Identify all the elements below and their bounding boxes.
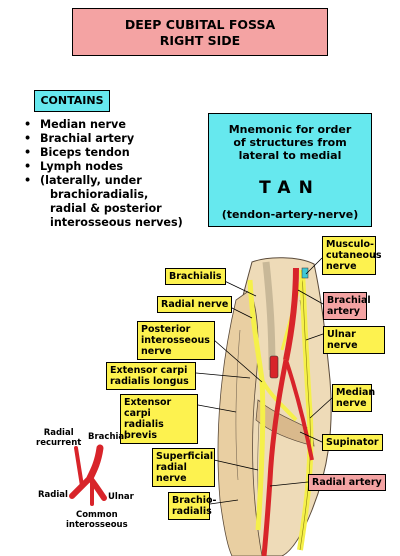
leader-line [195,372,251,379]
leader-line [309,397,333,419]
mnemonic-line-3: lateral to medial [238,149,342,162]
list-item-continued: interosseous nerves) [50,216,183,229]
brachial-artery-path [283,267,299,361]
page-title: DEEP CUBITAL FOSSA RIGHT SIDE [72,8,328,56]
label-brachioradialis: Brachio-radialis [168,492,216,520]
contains-heading: CONTAINS [34,90,110,112]
leader-line [305,333,324,341]
contents-list: Median nerve Brachial artery Biceps tend… [24,118,183,230]
leader-line [299,431,323,443]
label-supinator: Supinator [322,434,383,451]
leader-line [213,459,259,471]
mnemonic-expansion: (tendon-artery-nerve) [221,208,359,221]
mnemonic-line-1: Mnemonic for order [228,123,352,136]
leader-line [297,289,324,305]
inset-label-radial: Radial [38,490,68,500]
label-ulnar-nerve: Ulnar nerve [323,326,385,354]
ulnar-artery-path [284,359,314,461]
leader-line [209,499,239,505]
inset-label-ulnar: Ulnar [108,492,134,502]
title-line-1: DEEP CUBITAL FOSSA [124,17,276,32]
mnemonic-letters: TAN [259,178,321,198]
mnemonic-note: Mnemonic for order of structures from la… [208,113,372,227]
list-item: Biceps tendon [24,146,183,160]
label-radial-artery: Radial artery [308,474,386,491]
leader-line [305,257,323,275]
inset-label-brachial: Brachial [88,432,128,442]
inset-ulnar-branch [87,475,107,501]
biceps-tendon-stump [269,355,279,379]
list-item-continued: radial & posterior [50,202,162,215]
leader-line [213,339,263,383]
artery-branching-inset [69,444,107,506]
median-nerve-outline [299,269,311,551]
mnemonic-line-2: of structures from [233,136,347,149]
label-brachialis: Brachialis [165,268,226,285]
musculocutaneous-marker [301,267,309,279]
leader-line [269,481,309,487]
radial-artery-path [261,359,289,556]
inset-brachial-trunk [86,444,104,482]
list-item: Lymph nodes [24,160,183,174]
leader-line [197,404,237,413]
inset-radial-recurrent [74,446,84,488]
list-item-continued: brachioradialis, [50,188,149,201]
list-item: Brachial artery [24,132,183,146]
title-line-2: RIGHT SIDE [159,33,241,48]
list-item: Median nerve [24,118,183,132]
label-radial-nerve: Radial nerve [157,296,233,313]
list-item: (laterally, under [24,174,183,188]
